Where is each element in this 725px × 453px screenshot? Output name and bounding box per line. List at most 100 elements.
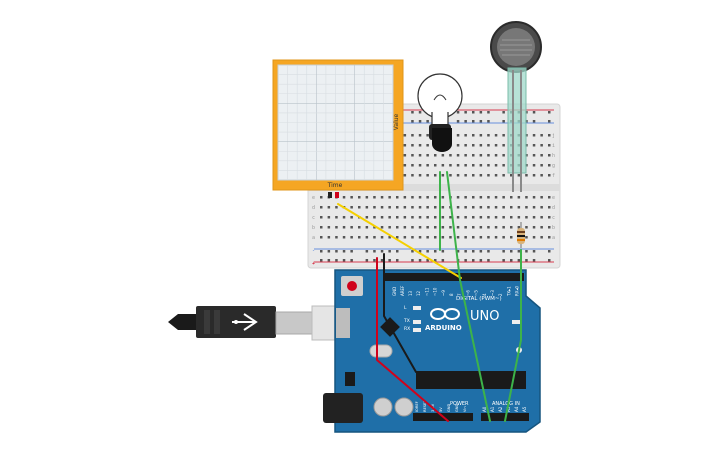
bb-hole[interactable] — [320, 196, 323, 199]
bb-hole[interactable] — [418, 226, 422, 229]
rail-hole[interactable] — [532, 111, 536, 114]
bb-hole[interactable] — [403, 226, 407, 229]
bb-hole[interactable] — [426, 154, 429, 157]
bb-hole[interactable] — [540, 216, 543, 219]
bb-hole[interactable] — [441, 226, 445, 229]
bb-hole[interactable] — [502, 154, 505, 157]
rail-hole[interactable] — [525, 250, 528, 253]
bb-hole[interactable] — [418, 164, 422, 167]
rail-hole[interactable] — [411, 120, 414, 123]
bb-hole[interactable] — [396, 216, 399, 219]
rail-hole[interactable] — [502, 259, 505, 262]
rail-hole[interactable] — [479, 111, 483, 114]
bb-hole[interactable] — [365, 206, 369, 209]
rail-hole[interactable] — [327, 250, 331, 253]
rail-hole[interactable] — [502, 120, 505, 123]
bb-hole[interactable] — [426, 164, 429, 167]
bb-hole[interactable] — [540, 206, 543, 209]
bb-hole[interactable] — [456, 236, 460, 239]
bb-hole[interactable] — [464, 134, 467, 137]
bb-hole[interactable] — [396, 196, 399, 199]
rail-hole[interactable] — [548, 250, 551, 253]
bb-hole[interactable] — [517, 196, 521, 199]
bb-hole[interactable] — [411, 236, 414, 239]
bb-hole[interactable] — [494, 134, 498, 137]
bb-hole[interactable] — [388, 206, 391, 209]
bb-hole[interactable] — [380, 236, 384, 239]
bb-hole[interactable] — [548, 134, 551, 137]
bb-hole[interactable] — [456, 226, 460, 229]
bb-hole[interactable] — [548, 216, 551, 219]
bb-hole[interactable] — [532, 236, 536, 239]
usb-icon[interactable] — [168, 305, 349, 341]
bb-hole[interactable] — [403, 174, 407, 177]
rail-hole[interactable] — [510, 259, 513, 262]
rail-hole[interactable] — [456, 250, 460, 253]
bb-hole[interactable] — [472, 226, 475, 229]
rail-hole[interactable] — [532, 250, 536, 253]
bb-hole[interactable] — [388, 236, 391, 239]
rail-hole[interactable] — [487, 250, 490, 253]
bb-hole[interactable] — [487, 196, 490, 199]
bb-hole[interactable] — [388, 216, 391, 219]
bb-hole[interactable] — [426, 196, 429, 199]
bb-hole[interactable] — [472, 144, 475, 147]
bb-hole[interactable] — [411, 174, 414, 177]
bb-hole[interactable] — [441, 236, 445, 239]
bb-hole[interactable] — [373, 226, 376, 229]
bb-hole[interactable] — [426, 236, 429, 239]
rail-hole[interactable] — [525, 259, 528, 262]
rail-hole[interactable] — [434, 259, 437, 262]
bb-hole[interactable] — [487, 206, 490, 209]
bb-hole[interactable] — [502, 134, 505, 137]
bb-hole[interactable] — [517, 226, 521, 229]
bb-hole[interactable] — [517, 206, 521, 209]
bb-hole[interactable] — [449, 236, 452, 239]
rail-hole[interactable] — [464, 259, 467, 262]
bb-hole[interactable] — [403, 236, 407, 239]
bb-hole[interactable] — [358, 196, 361, 199]
bb-hole[interactable] — [540, 226, 543, 229]
serial-plotter[interactable]: Time Value — [272, 59, 404, 198]
bb-hole[interactable] — [510, 174, 513, 177]
bb-hole[interactable] — [335, 226, 338, 229]
bb-hole[interactable] — [532, 144, 536, 147]
rail-hole[interactable] — [502, 111, 505, 114]
rail-hole[interactable] — [426, 250, 429, 253]
bb-hole[interactable] — [434, 196, 437, 199]
bb-hole[interactable] — [358, 206, 361, 209]
bb-hole[interactable] — [426, 226, 429, 229]
bb-hole[interactable] — [502, 144, 505, 147]
bb-hole[interactable] — [479, 134, 483, 137]
resistor[interactable] — [517, 222, 525, 248]
bb-hole[interactable] — [441, 216, 445, 219]
bb-hole[interactable] — [403, 154, 407, 157]
rail-hole[interactable] — [487, 120, 490, 123]
bb-hole[interactable] — [456, 154, 460, 157]
bb-hole[interactable] — [487, 236, 490, 239]
bb-hole[interactable] — [434, 216, 437, 219]
rail-hole[interactable] — [456, 120, 460, 123]
rail-hole[interactable] — [479, 250, 483, 253]
bb-hole[interactable] — [540, 154, 543, 157]
bb-hole[interactable] — [494, 154, 498, 157]
bb-hole[interactable] — [487, 226, 490, 229]
bb-hole[interactable] — [411, 196, 414, 199]
bb-hole[interactable] — [525, 206, 528, 209]
bb-hole[interactable] — [472, 206, 475, 209]
bb-hole[interactable] — [426, 216, 429, 219]
bb-hole[interactable] — [350, 236, 353, 239]
bb-hole[interactable] — [396, 236, 399, 239]
rail-hole[interactable] — [380, 250, 384, 253]
bb-hole[interactable] — [327, 236, 331, 239]
bb-hole[interactable] — [441, 196, 445, 199]
bb-hole[interactable] — [411, 164, 414, 167]
bb-hole[interactable] — [342, 196, 346, 199]
rail-hole[interactable] — [350, 250, 353, 253]
bb-hole[interactable] — [525, 226, 528, 229]
bb-hole[interactable] — [426, 134, 429, 137]
bb-hole[interactable] — [358, 236, 361, 239]
rail-hole[interactable] — [411, 111, 414, 114]
rail-hole[interactable] — [350, 259, 353, 262]
bb-hole[interactable] — [388, 196, 391, 199]
